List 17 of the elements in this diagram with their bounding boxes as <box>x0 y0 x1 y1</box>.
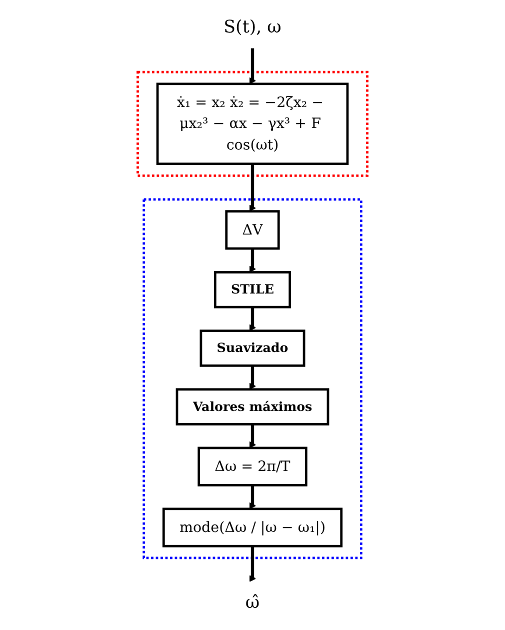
node-text: S(t), ω <box>224 17 282 38</box>
node-box: mode(Δω / |ω − ω₁|) <box>162 508 343 548</box>
node-box: STILE <box>214 271 292 308</box>
node-text: ω̂ <box>245 592 260 613</box>
arrow <box>249 246 256 273</box>
cluster <box>142 198 362 560</box>
node-box: ΔV <box>225 210 280 250</box>
arrow <box>249 484 256 510</box>
arrow <box>249 364 256 390</box>
arrow <box>249 46 256 84</box>
node-box: ẋ₁ = x₂ ẋ₂ = −2ζx₂ − μx₂³ − αx − γx³ + F cos(ωt) <box>156 82 349 166</box>
cluster <box>136 70 368 177</box>
arrow <box>249 422 256 448</box>
arrow <box>249 306 256 332</box>
node-box: Suavizado <box>200 330 306 367</box>
node-box: Valores máximos <box>176 388 330 426</box>
node-box: Δω = 2π/T <box>198 446 308 486</box>
